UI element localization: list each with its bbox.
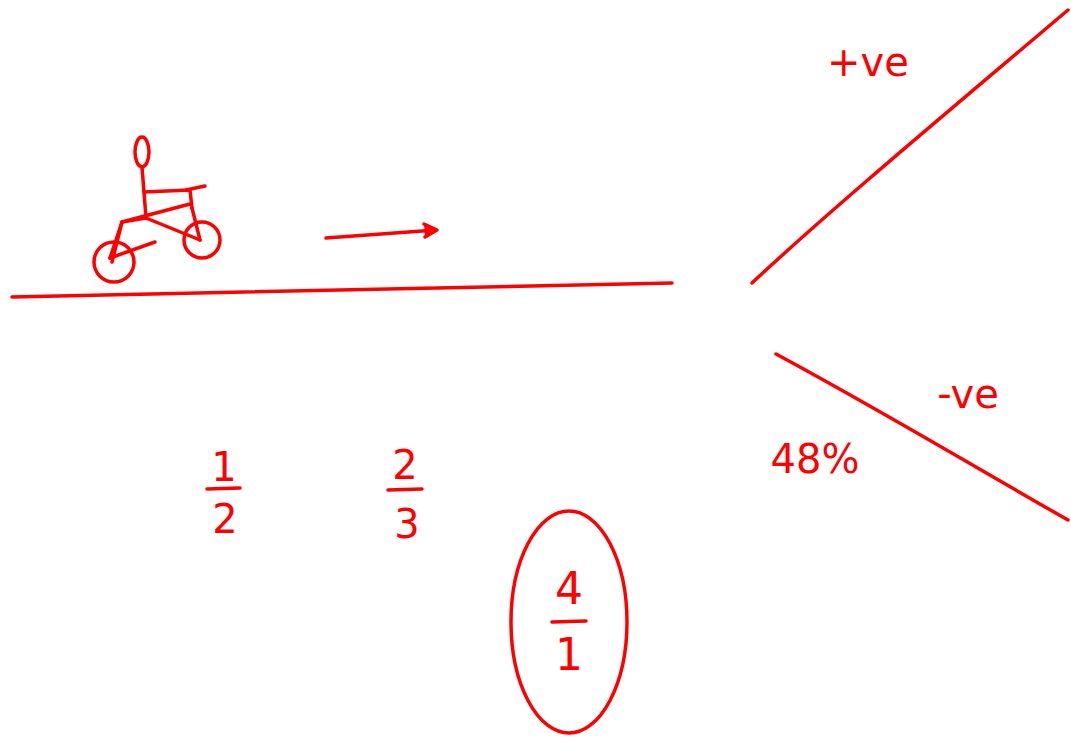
denominator: 2 bbox=[212, 499, 237, 539]
denominator: 1 bbox=[555, 633, 583, 677]
negative-slope bbox=[776, 354, 1068, 520]
numerator: 2 bbox=[392, 445, 417, 485]
ellipse-outline bbox=[511, 511, 627, 733]
fraction-bar bbox=[552, 621, 586, 622]
fraction-bar bbox=[207, 488, 240, 489]
ground-line bbox=[12, 283, 672, 297]
percent-label: 48% bbox=[771, 439, 860, 479]
circled-fraction: 41 bbox=[508, 508, 630, 736]
fraction-bar bbox=[388, 489, 422, 490]
slope-label: +ve bbox=[827, 42, 909, 82]
numerator: 1 bbox=[211, 447, 236, 487]
arrow-head bbox=[424, 224, 437, 237]
motion-arrow bbox=[326, 230, 436, 238]
positive-slope bbox=[752, 10, 1068, 283]
bicycle-sketch bbox=[94, 137, 220, 282]
denominator: 3 bbox=[394, 504, 419, 544]
ellipse-outline bbox=[508, 508, 630, 736]
numerator: 4 bbox=[555, 567, 583, 611]
slope-label: -ve bbox=[937, 374, 999, 414]
